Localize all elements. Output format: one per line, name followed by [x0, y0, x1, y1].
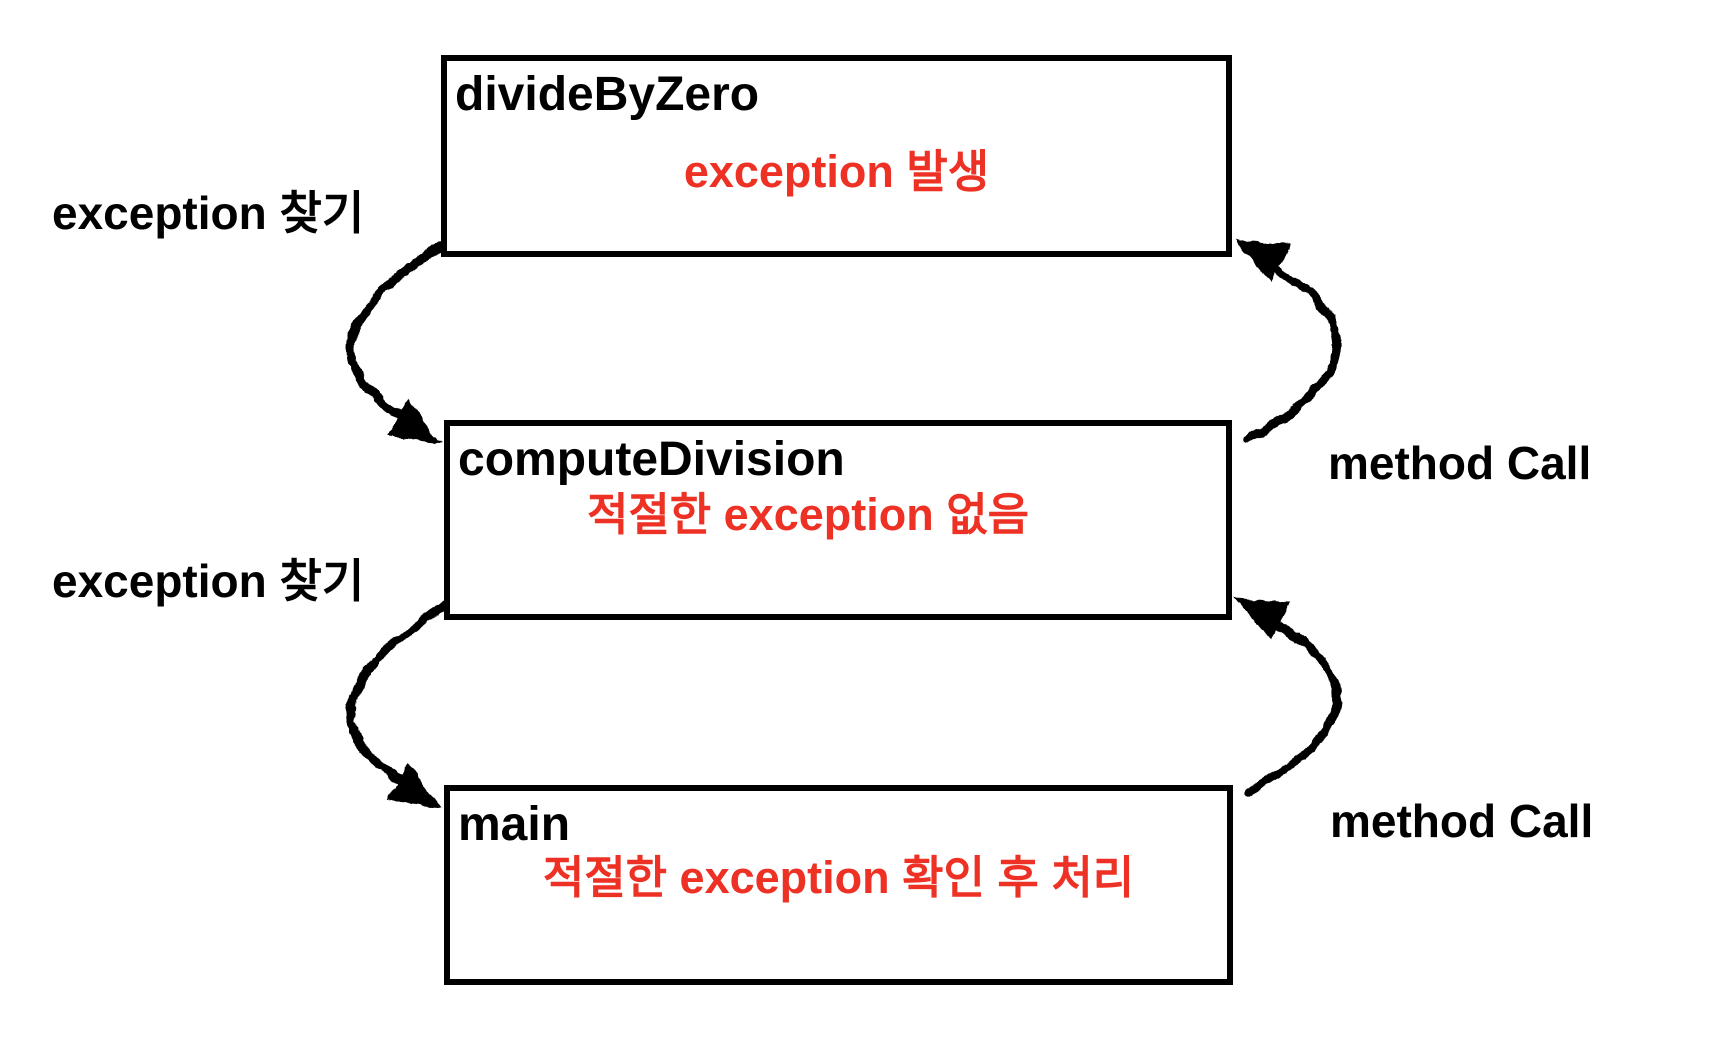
frame-note: 적절한 exception 없음 [586, 489, 1030, 540]
method-call-label-bottom: method Call [1330, 795, 1594, 847]
method-call-label-top: method Call [1328, 437, 1592, 489]
frame-note: 적절한 exception 확인 후 처리 [542, 852, 1135, 903]
method-call-arrow-top [1234, 239, 1341, 445]
call-stack-frame-dividebyzero: divideByZero exception 발생 [441, 55, 1232, 257]
call-stack-frame-main: main 적절한 exception 확인 후 처리 [444, 785, 1233, 985]
exception-search-label-top: exception 찾기 [52, 187, 365, 239]
exception-search-label-bottom: exception 찾기 [52, 555, 365, 607]
method-call-arrow-bottom [1234, 597, 1341, 797]
frame-note: exception 발생 [683, 146, 990, 197]
exception-search-arrow-top [347, 238, 451, 443]
frame-title: main [458, 798, 571, 851]
call-stack-frame-computedivision: computeDivision 적절한 exception 없음 [444, 420, 1232, 620]
exception-search-arrow-bottom [347, 601, 451, 808]
frame-title: divideByZero [455, 68, 760, 121]
frame-title: computeDivision [458, 433, 845, 486]
